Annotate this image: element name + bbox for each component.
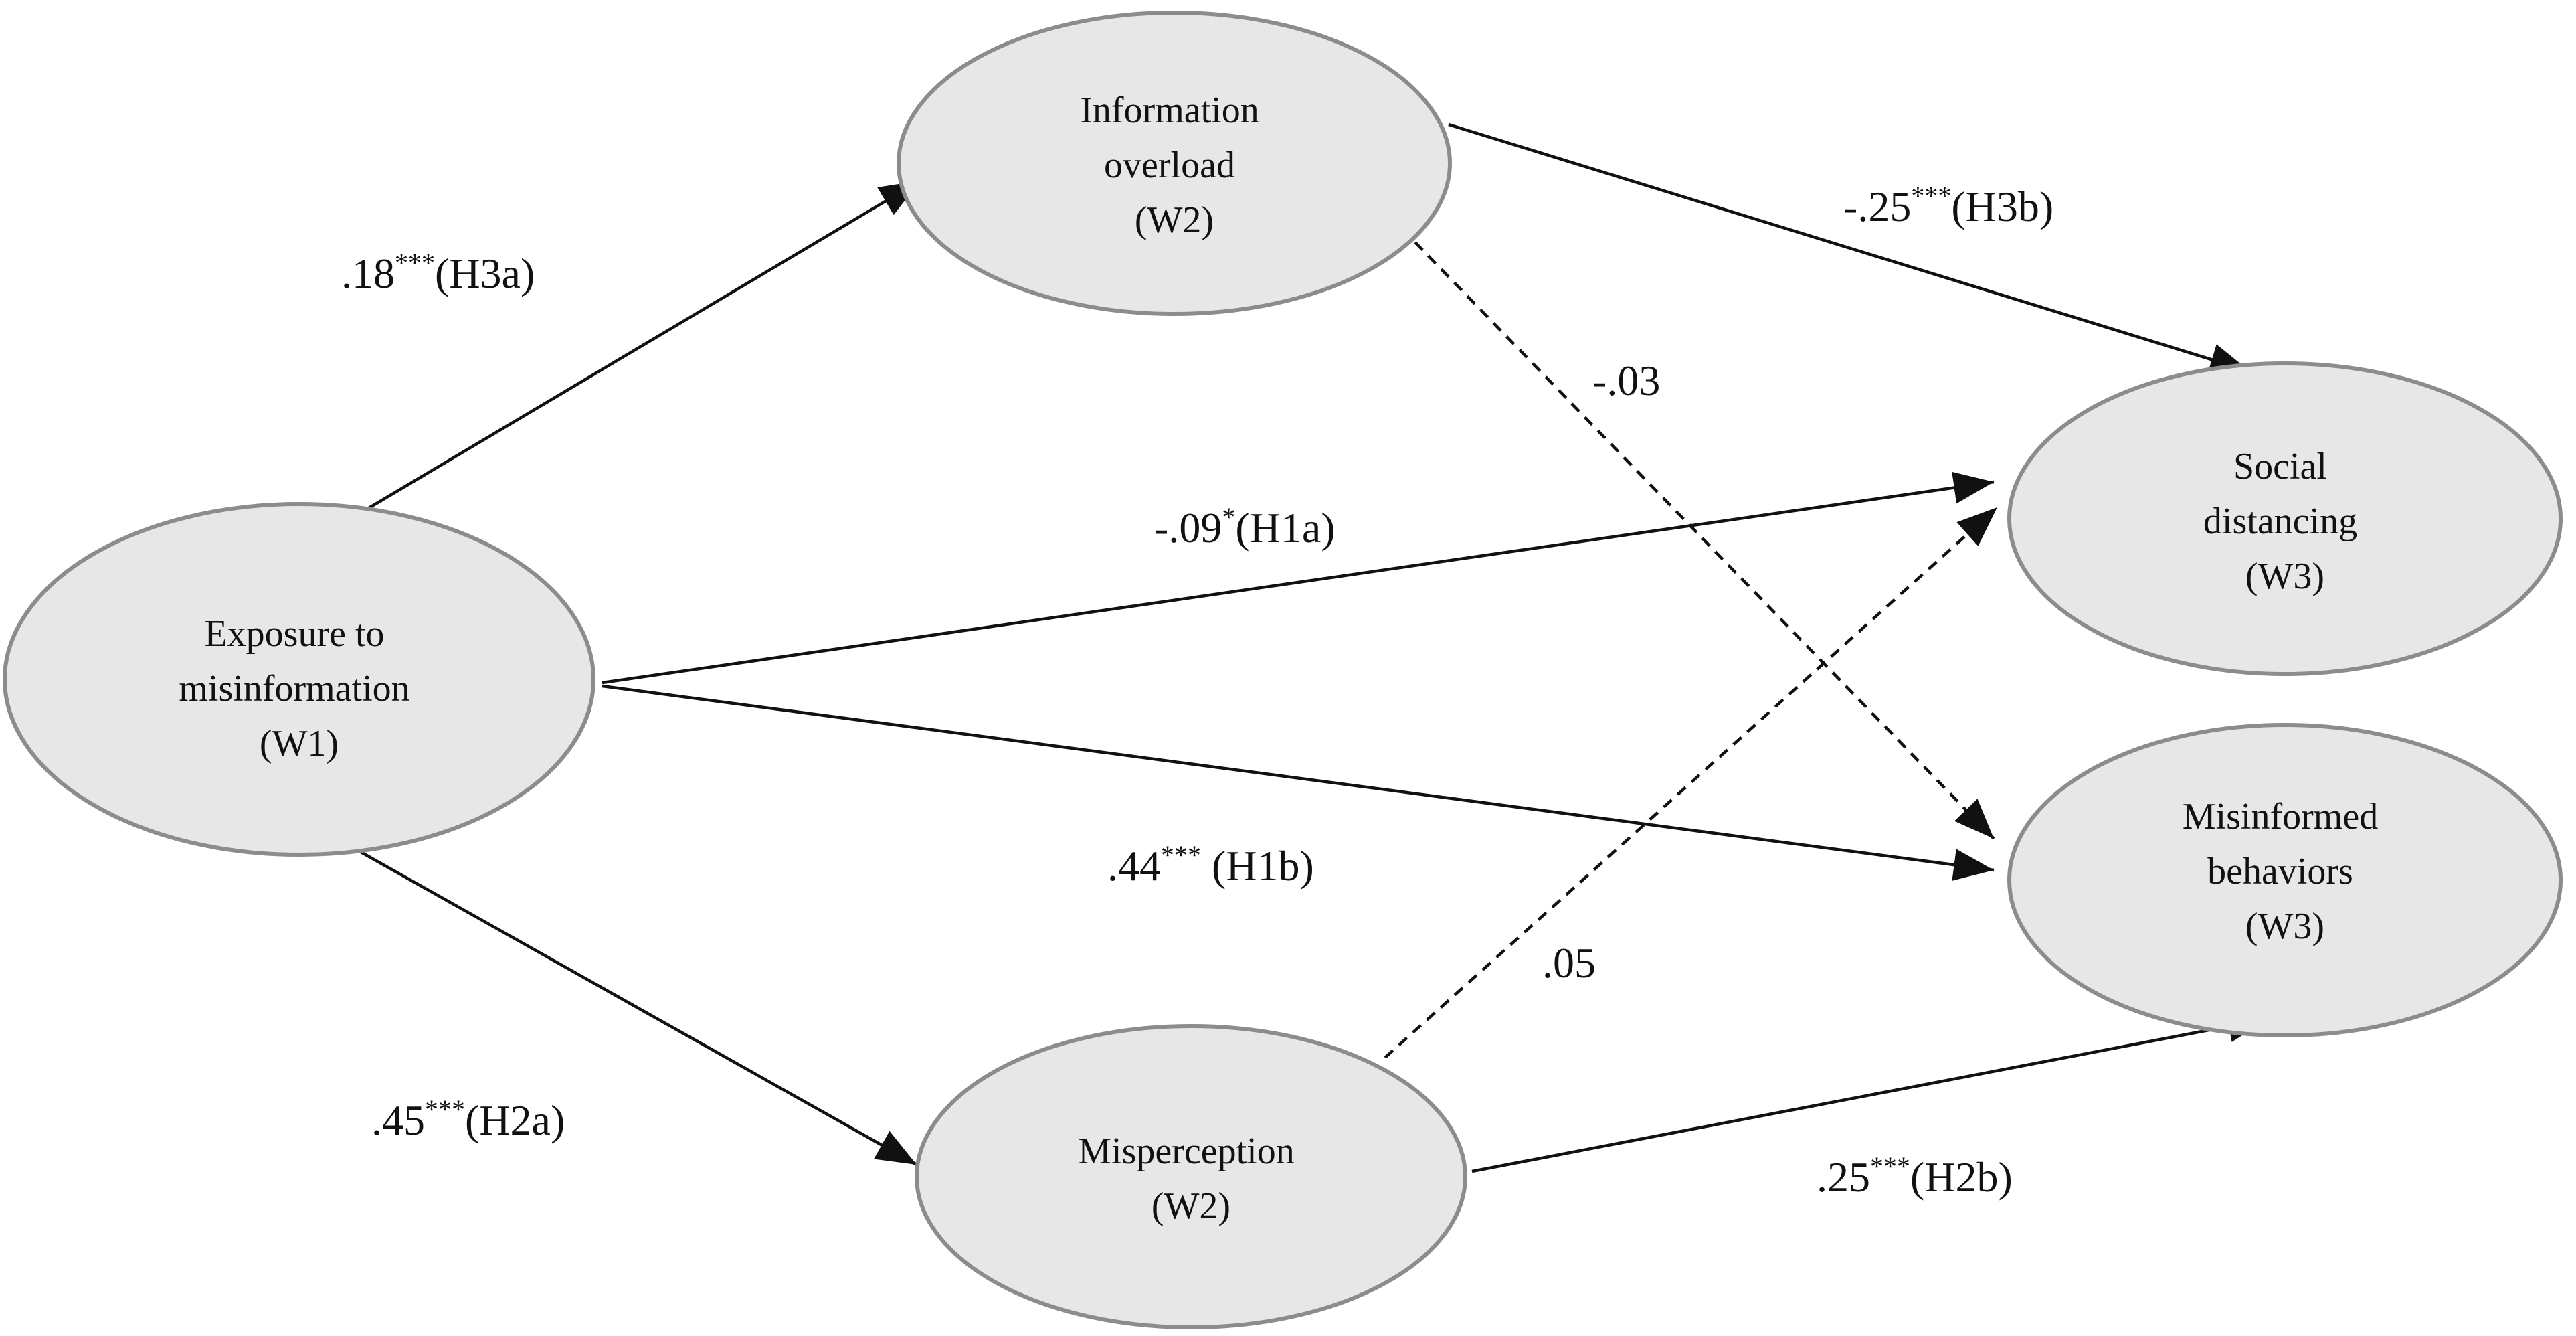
edge-label-h1a-coef: -.09 <box>1154 504 1222 552</box>
node-exposure-line-3: (W1) <box>260 723 339 764</box>
edge-label-h2a: .45***(H2a) <box>371 1094 565 1144</box>
edge-label-h1a: -.09*(H1a) <box>1154 502 1336 552</box>
edge-label-h2b-coef: .25 <box>1817 1153 1870 1201</box>
node-distancing-line-1: Social <box>2233 446 2327 487</box>
node-exposure: Exposure to misinformation (W1) <box>3 502 595 857</box>
edge-label-misperception-distancing-coef: .05 <box>1542 939 1596 987</box>
edge-label-h2a-hyp: (H2a) <box>465 1096 565 1144</box>
edge-label-h3b-coef: -.25 <box>1843 183 1911 230</box>
edge-label-h3a-coef: .18 <box>341 250 395 297</box>
node-behaviors-line-1: Misinformed <box>2183 796 2378 837</box>
edge-h2b-arrow <box>1471 1010 2269 1173</box>
edge-label-h2b-hyp: (H2b) <box>1910 1153 2013 1201</box>
svg-text:Information overload: Information overload (W2) <box>1080 90 1268 241</box>
node-behaviors-line-2: behaviors <box>2207 851 2353 892</box>
edge-label-h2b: .25***(H2b) <box>1817 1151 2013 1201</box>
node-distancing-ellipse <box>2007 361 2563 676</box>
node-overload: Information overload (W2) <box>897 11 1452 316</box>
edge-misperception-distancing-arrow <box>1384 506 1999 1059</box>
node-misperception-ellipse <box>915 1024 1467 1329</box>
node-behaviors: Misinformed behaviors (W3) <box>2007 723 2563 1037</box>
edge-label-h1b-coef: .44 <box>1107 842 1161 890</box>
edges <box>321 122 2269 1173</box>
edge-label-h2a-coef: .45 <box>371 1096 425 1144</box>
edge-h3b-arrow <box>1448 122 2251 375</box>
edge-h1a-arrow <box>602 471 1995 685</box>
edge-label-h1b-stars: *** <box>1161 840 1201 870</box>
svg-text:Misperception (W2): Misperception (W2) <box>1078 1131 1303 1227</box>
edge-label-h2a-stars: *** <box>425 1094 465 1124</box>
node-distancing-line-3: (W3) <box>2245 556 2324 597</box>
edge-h2a-arrow <box>350 845 918 1166</box>
edge-label-h3b: -.25***(H3b) <box>1843 181 2053 230</box>
svg-text:Social distancing: Social distancing (W3) <box>2203 446 2367 597</box>
node-misperception: Misperception (W2) <box>915 1024 1467 1329</box>
svg-text:Misinformed behaviors: Misinformed behaviors (W3) <box>2183 796 2387 947</box>
edge-label-h1a-hyp: (H1a) <box>1235 504 1335 552</box>
svg-text:Exposure to misinformati: Exposure to misinformation (W1) <box>179 613 419 764</box>
node-overload-ellipse <box>897 11 1452 316</box>
edge-label-overload-behaviors-coef: -.03 <box>1592 357 1660 404</box>
node-behaviors-line-3: (W3) <box>2245 906 2324 947</box>
edge-label-h3b-hyp: (H3b) <box>1951 183 2053 230</box>
edge-label-misperception-distancing: .05 <box>1542 939 1596 987</box>
edge-label-h3a-stars: *** <box>395 248 435 278</box>
node-misperception-line-1: Misperception <box>1078 1131 1294 1172</box>
edge-label-h3a: .18***(H3a) <box>341 248 535 297</box>
node-exposure-line-2: misinformation <box>179 668 409 709</box>
edge-label-h2b-stars: *** <box>1870 1151 1910 1181</box>
node-overload-line-1: Information <box>1080 90 1259 131</box>
node-distancing-line-2: distancing <box>2203 501 2357 542</box>
edge-h1b-arrow <box>602 684 1995 881</box>
edge-label-overload-behaviors: -.03 <box>1592 357 1660 404</box>
node-distancing: Social distancing (W3) <box>2007 361 2563 676</box>
edge-overload-behaviors-arrow <box>1414 241 1995 840</box>
node-behaviors-ellipse <box>2007 723 2563 1037</box>
edge-label-h3a-hyp: (H3a) <box>435 250 535 297</box>
edge-h3a-arrow <box>321 179 921 537</box>
node-exposure-line-1: Exposure to <box>204 613 384 655</box>
edge-label-h3b-stars: *** <box>1911 181 1951 211</box>
edge-label-h1b-hyp: (H1b) <box>1201 842 1314 890</box>
node-overload-line-3: (W2) <box>1135 199 1214 241</box>
node-misperception-line-2: (W2) <box>1152 1185 1230 1227</box>
node-overload-line-2: overload <box>1104 145 1235 186</box>
node-exposure-ellipse <box>3 502 595 857</box>
edge-label-h1b: .44*** (H1b) <box>1107 840 1314 890</box>
edge-label-h1a-stars: * <box>1222 502 1235 532</box>
